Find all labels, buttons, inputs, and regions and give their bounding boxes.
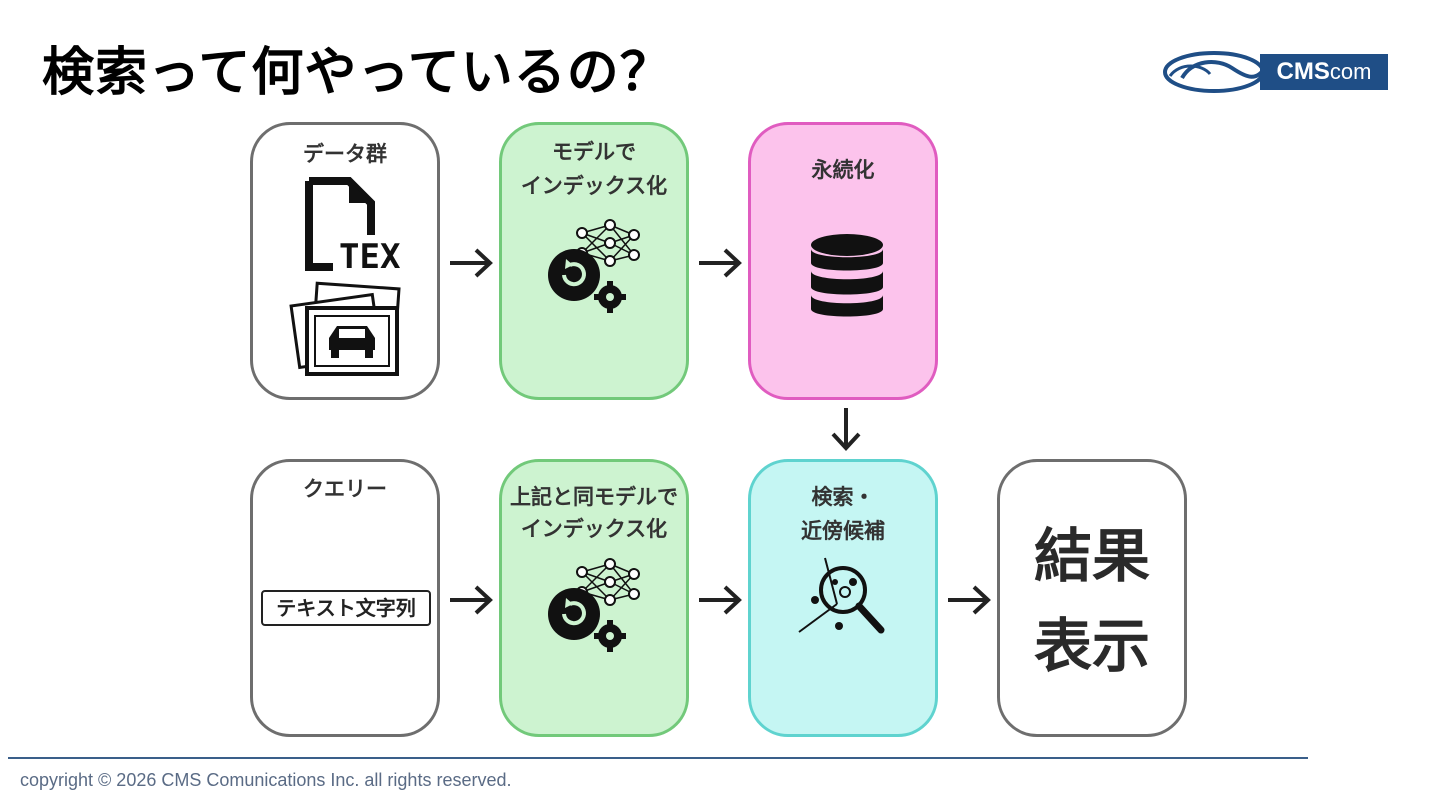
neural-network-gear-icon xyxy=(548,219,640,313)
footer-divider xyxy=(8,757,1308,759)
query-label: クエリー xyxy=(303,477,387,501)
query-index-label-2: インデックス化 xyxy=(520,517,668,541)
query-card: クエリー テキスト文字列 xyxy=(250,459,440,737)
search-label-1: 検索・ xyxy=(811,485,875,509)
query-index-card: 上記と同モデルで インデックス化 xyxy=(499,459,689,737)
search-label-2: 近傍候補 xyxy=(801,519,885,543)
neural-network-gear-icon xyxy=(548,558,640,652)
nearest-neighbor-search-icon xyxy=(798,557,885,634)
arrow-right-icon xyxy=(450,585,493,615)
persist-label: 永続化 xyxy=(811,158,875,182)
arrow-right-icon xyxy=(450,248,493,278)
copyright-text: copyright © 2026 CMS Comunications Inc. … xyxy=(20,770,512,790)
search-card: 検索・ 近傍候補 xyxy=(748,459,938,737)
logo-swoosh-icon xyxy=(1163,51,1267,93)
model-index-card: モデルで インデックス化 xyxy=(499,122,689,400)
tex-document-icon xyxy=(305,177,375,271)
result-card: 結果 表示 xyxy=(997,459,1187,737)
data-group-card: データ群 TEX xyxy=(250,122,440,400)
database-icon xyxy=(811,234,883,317)
arrow-right-icon xyxy=(699,248,742,278)
arrow-right-icon xyxy=(948,585,991,615)
data-group-label: データ群 xyxy=(303,142,387,166)
model-index-label-2: インデックス化 xyxy=(520,174,668,198)
arrow-down-icon xyxy=(831,408,861,451)
arrow-right-icon xyxy=(699,585,742,615)
car-photos-icon xyxy=(289,281,401,376)
result-label-2: 表示 xyxy=(1033,612,1150,680)
query-text-box: テキスト文字列 xyxy=(261,590,431,626)
model-index-label-1: モデルで xyxy=(552,140,636,164)
page-title: 検索って何やっているの？ xyxy=(42,43,673,103)
query-index-label-1: 上記と同モデルで xyxy=(510,485,678,509)
persist-card: 永続化 xyxy=(748,122,938,400)
tex-label: TEX xyxy=(339,237,401,277)
result-label-1: 結果 xyxy=(1033,522,1150,590)
